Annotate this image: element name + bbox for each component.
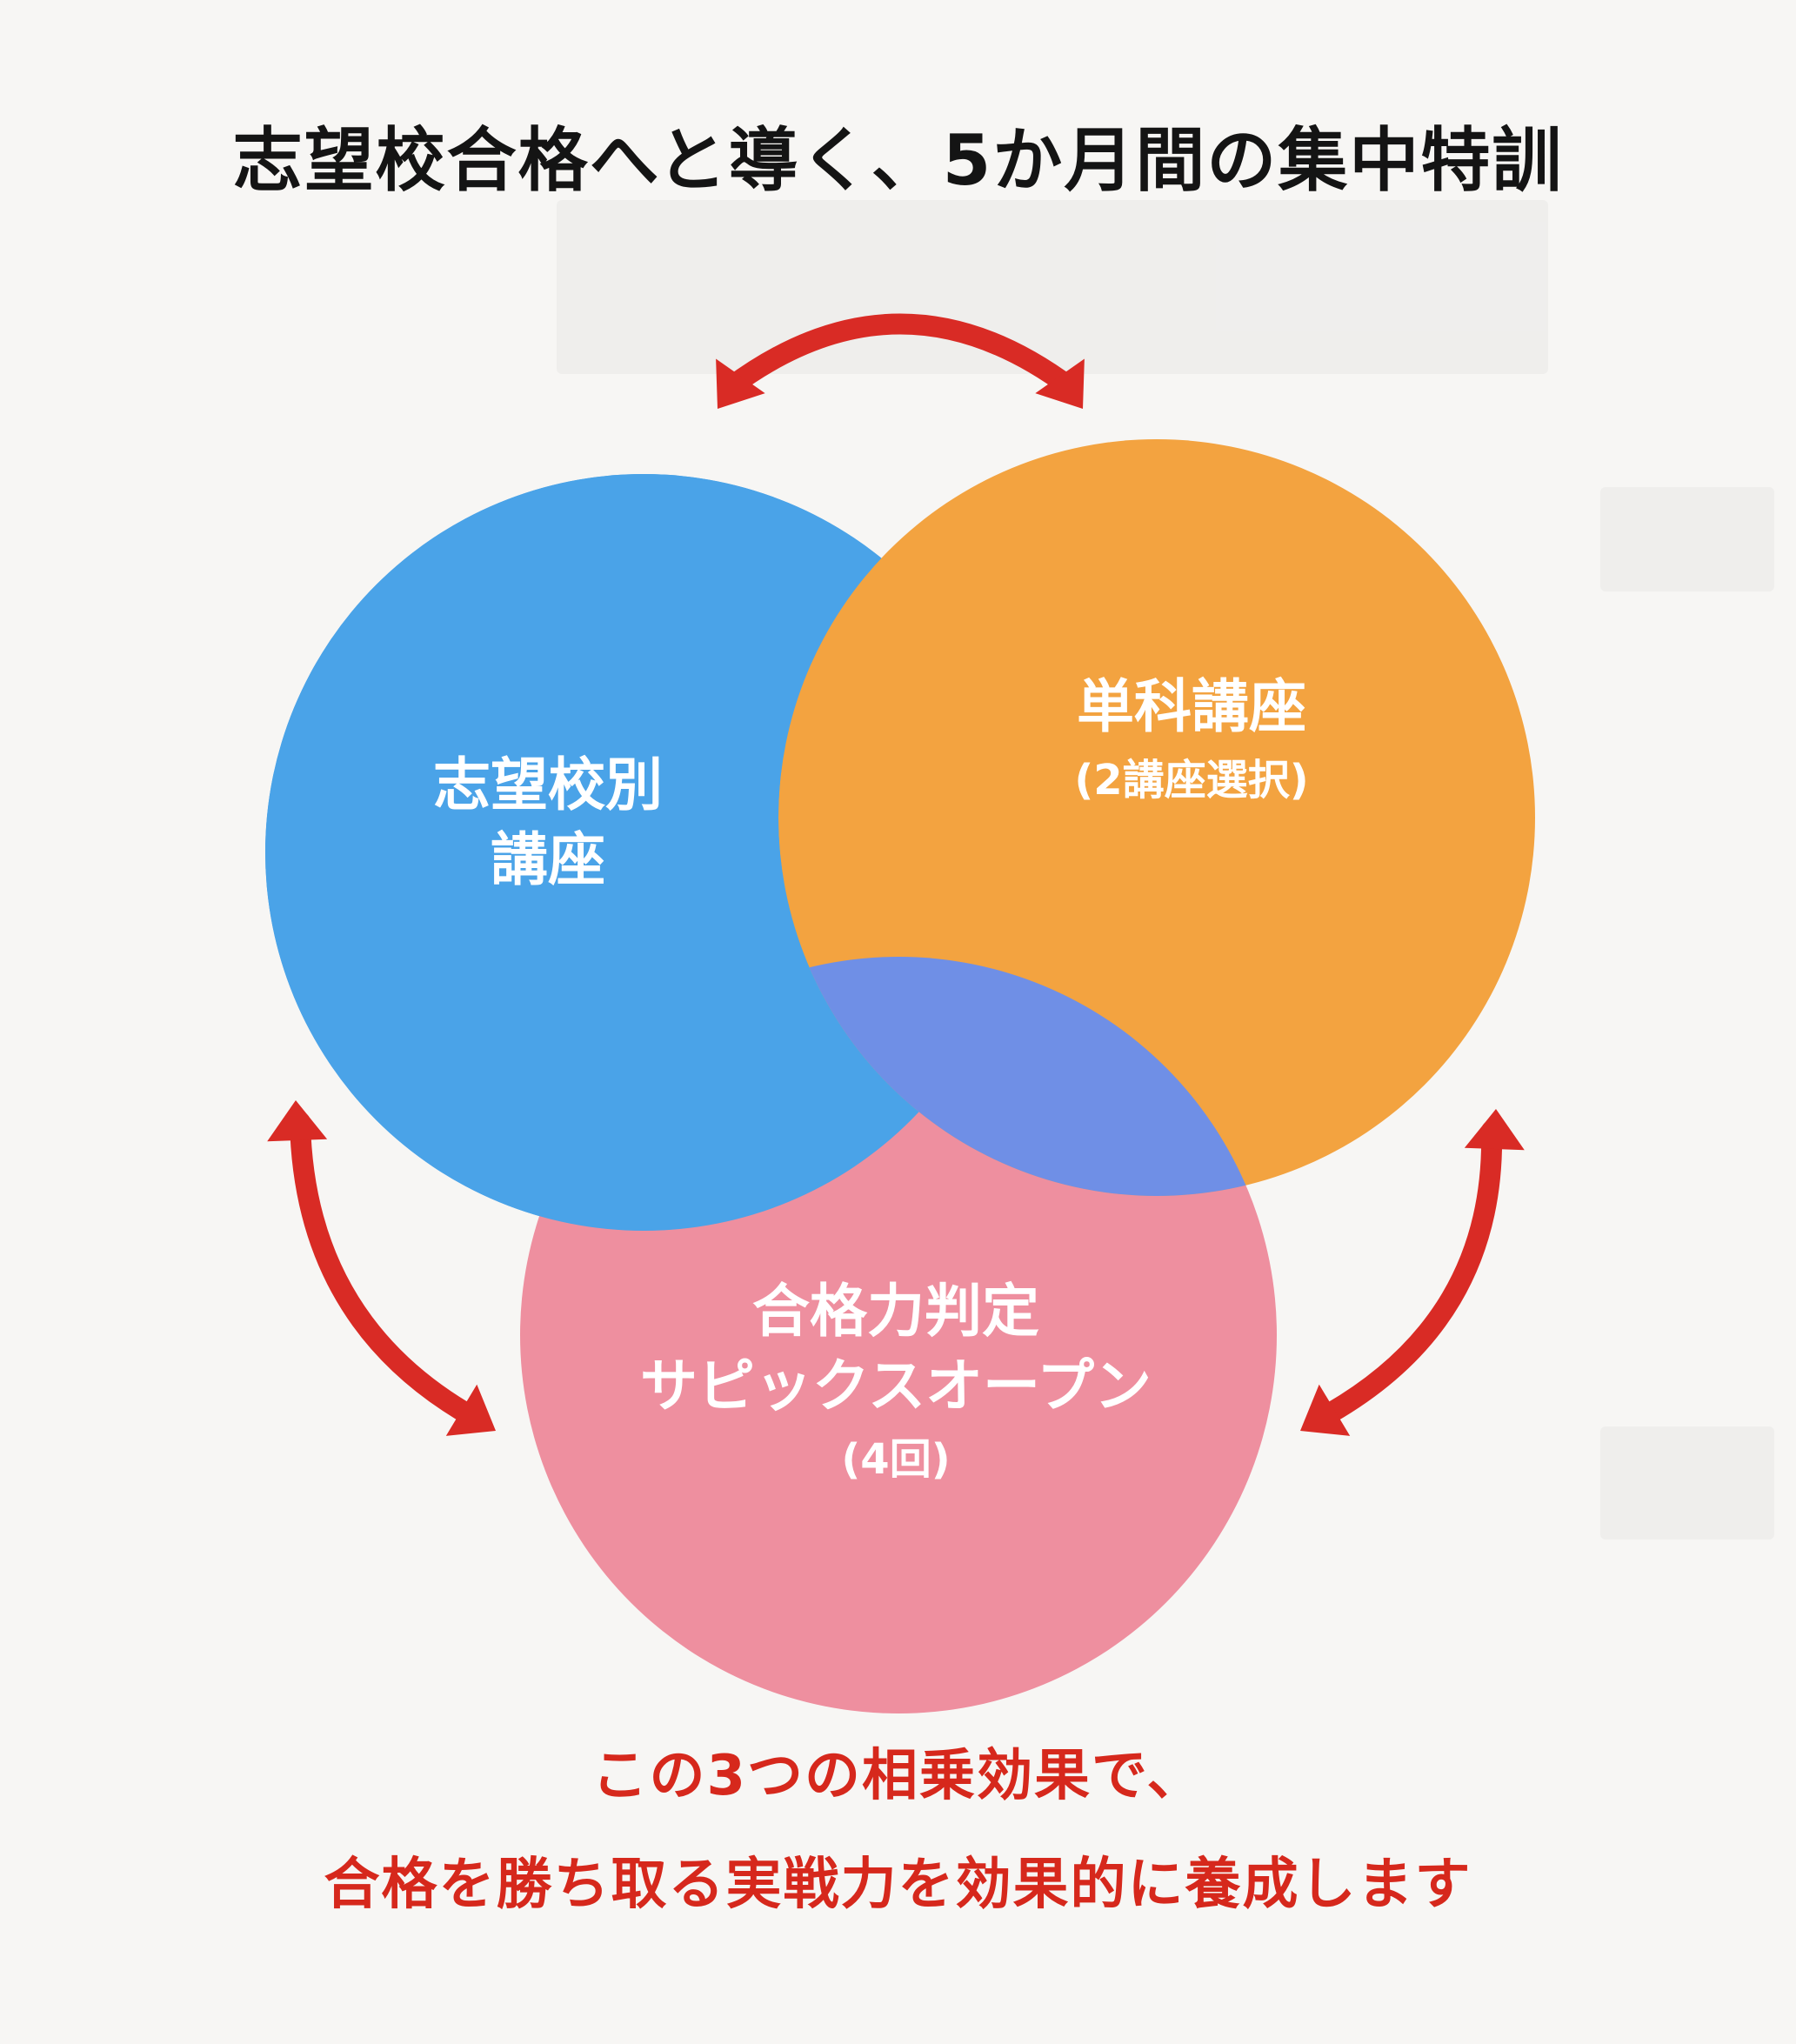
page-title: 志望校合格へと導く、5か月間の集中特訓 [232, 120, 1564, 201]
open-test-line2: サピックスオープン [639, 1352, 1152, 1419]
arrow-right-head-top [1464, 1109, 1525, 1151]
circle-overlap-center [778, 957, 1277, 1196]
cycle-arrows [267, 313, 1525, 1436]
label-single-course: 単科講座 (2講座選択) [1000, 670, 1383, 807]
open-test-line1: 合格力判定 [752, 1278, 1039, 1345]
school-course-line1: 志望校別 [433, 751, 663, 818]
label-open-test: 合格力判定 サピックスオープン (4回) [591, 1274, 1200, 1486]
school-course-line2: 講座 [491, 825, 605, 893]
open-test-note: (4回) [841, 1434, 951, 1484]
background-texture [1600, 487, 1774, 591]
arrow-left-head-top [267, 1100, 328, 1142]
arrow-right-head-bottom [1300, 1384, 1351, 1436]
arrow-top-arc [720, 313, 1080, 397]
arrow-left-arc [290, 1112, 484, 1428]
footer-line2: 合格を勝ち取る実戦力を効果的に養成します [324, 1853, 1472, 1917]
arrow-top-head-left [716, 358, 765, 409]
arrow-left-head-bottom [445, 1384, 496, 1436]
footer-line1: この3つの相乗効果で、 [591, 1744, 1205, 1808]
background-texture [1600, 1426, 1774, 1540]
single-course-line1: 単科講座 [1077, 673, 1306, 740]
single-course-note: (2講座選択) [1074, 755, 1309, 805]
arrow-right-arc [1312, 1120, 1503, 1428]
circle-school-course-top [265, 474, 1022, 1231]
arrow-top-head-right [1035, 358, 1085, 409]
background-texture [557, 200, 1548, 374]
label-school-course: 志望校別 講座 [383, 748, 713, 898]
